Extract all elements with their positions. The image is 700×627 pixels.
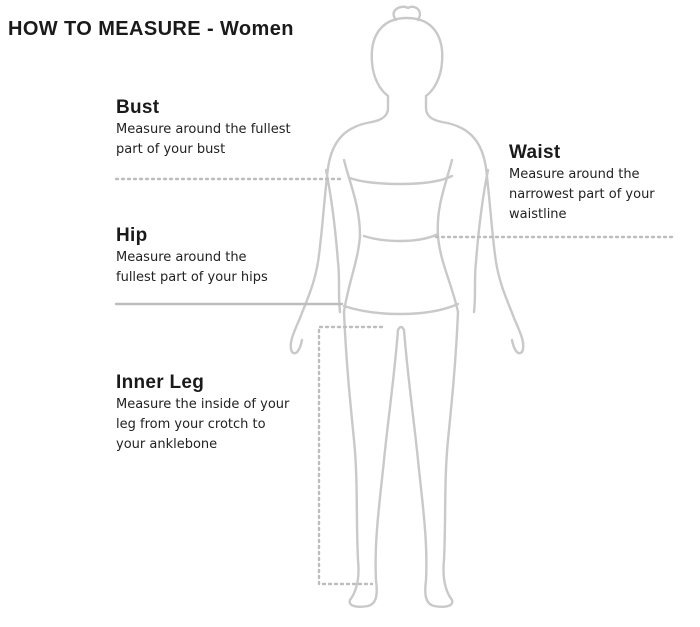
bust-desc-line-2: part of your bust bbox=[116, 142, 226, 157]
inner-leg-desc-line-1: Measure the inside of your bbox=[116, 397, 290, 412]
head-shape bbox=[370, 16, 444, 124]
inner-leg-heading: Inner Leg bbox=[116, 372, 205, 393]
bust-desc-line-1: Measure around the fullest bbox=[116, 122, 291, 137]
hip-desc-line-1: Measure around the bbox=[116, 250, 247, 265]
inner-leg-guide-line bbox=[317, 325, 384, 586]
waist-instruction: Waist Measure around the narrowest part … bbox=[509, 141, 655, 225]
waist-heading: Waist bbox=[509, 142, 561, 163]
bust-heading: Bust bbox=[116, 97, 160, 118]
hair-bun-shape bbox=[392, 5, 422, 22]
crotch-shape bbox=[396, 325, 406, 332]
inner-leg-instruction: Inner Leg Measure the inside of your leg… bbox=[116, 371, 289, 455]
bust-instruction: Bust Measure around the fullest part of … bbox=[116, 96, 291, 160]
hip-instruction: Hip Measure around the fullest part of y… bbox=[116, 224, 268, 288]
hip-desc-line-2: fullest part of your hips bbox=[116, 270, 268, 285]
waist-band-shape bbox=[362, 232, 440, 243]
waist-desc-line-1: Measure around the bbox=[509, 167, 640, 182]
right-leg-outline bbox=[402, 310, 460, 608]
hip-band-shape bbox=[342, 302, 460, 316]
page-title: HOW TO MEASURE - Women bbox=[8, 18, 294, 40]
inner-leg-desc-line-2: leg from your crotch to bbox=[116, 417, 266, 432]
hip-heading: Hip bbox=[116, 225, 148, 246]
waist-desc-line-2: narrowest part of your bbox=[509, 187, 655, 202]
bust-band-shape bbox=[348, 174, 454, 186]
inner-leg-desc-line-3: your anklebone bbox=[116, 437, 218, 452]
left-body-outline bbox=[289, 120, 374, 355]
waist-desc-line-3: waistline bbox=[509, 207, 567, 222]
left-leg-outline bbox=[342, 310, 400, 608]
